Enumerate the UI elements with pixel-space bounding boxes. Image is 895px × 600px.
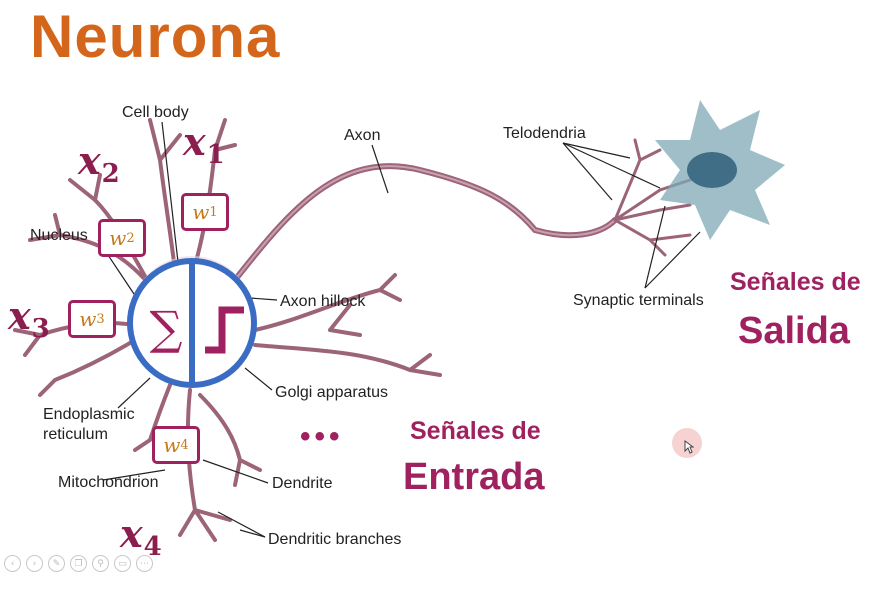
pen-icon[interactable]: ✎ [48,555,65,572]
input-x1: x1 [183,119,225,171]
label-endoplasmic: Endoplasmic [43,406,135,423]
label-axon: Axon [344,127,381,144]
entrada-line2: Entrada [403,456,545,498]
screen-icon[interactable]: ▭ [114,555,131,572]
input-x3: x3 [8,293,50,345]
input-x2: x2 [78,138,120,190]
label-telodendria: Telodendria [503,125,586,142]
presentation-toolbar: ‹ › ✎ ❐ ⚲ ▭ ⋯ [4,555,153,572]
label-cell-body: Cell body [122,104,189,121]
label-nucleus: Nucleus [30,227,88,244]
label-golgi-apparatus: Golgi apparatus [275,384,388,401]
cursor-icon [684,440,694,454]
zoom-icon[interactable]: ⚲ [92,555,109,572]
more-icon[interactable]: ⋯ [136,555,153,572]
label-reticulum: reticulum [43,426,108,443]
input-x4: x4 [120,511,162,563]
ellipsis: ••• [300,420,344,453]
label-dendrite: Dendrite [272,475,333,492]
label-dendritic-branches: Dendritic branches [268,531,402,548]
step-function-icon [205,306,244,354]
sum-symbol: ∑ [150,301,183,355]
salida-line1: Señales de [730,268,861,296]
copy-icon[interactable]: ❐ [70,555,87,572]
label-synaptic-terminals: Synaptic terminals [573,292,704,309]
page-title: Neurona [30,3,281,70]
label-axon-hillock: Axon hillock [280,293,366,310]
prev-icon[interactable]: ‹ [4,555,21,572]
entrada-line1: Señales de [410,417,541,445]
label-mitochondrion: Mitochondrion [58,474,159,491]
salida-line2: Salida [738,310,850,352]
target-cell [655,100,785,240]
dendrites [13,118,692,542]
next-icon[interactable]: › [26,555,43,572]
